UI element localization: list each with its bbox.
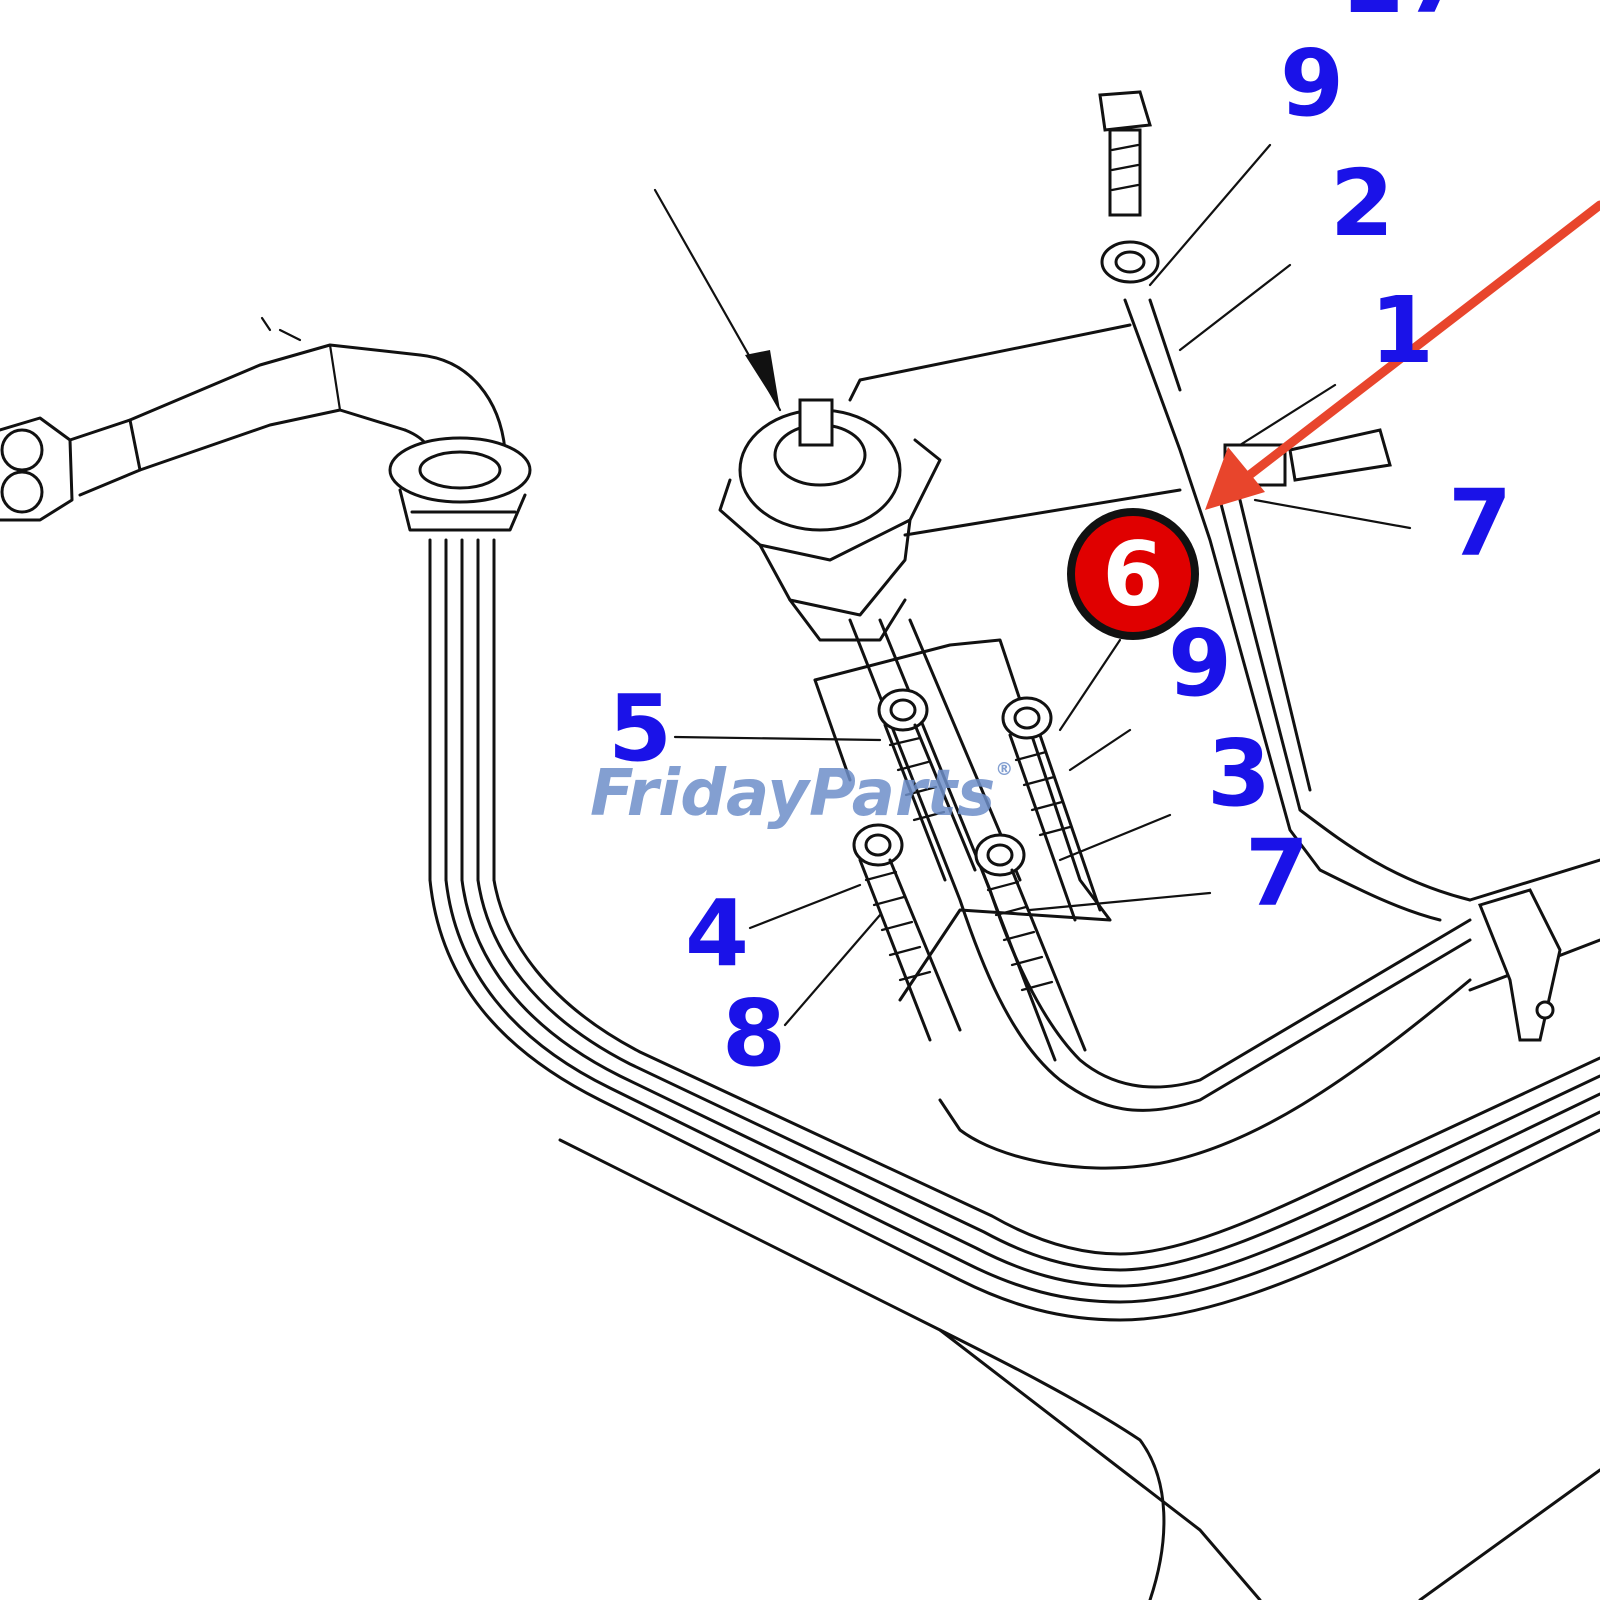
callout-5: 5 — [608, 675, 672, 782]
callout-7-lower: 7 — [1245, 820, 1309, 927]
callout-labels: 17 9 2 1 7 9 5 3 7 4 8 — [608, 0, 1512, 1087]
bolt-group — [852, 688, 1102, 1062]
bolt-5 — [877, 688, 977, 882]
watermark-part1: Friday — [590, 757, 811, 831]
watermark-mark: ® — [995, 759, 1013, 780]
callout-17: 17 — [1340, 0, 1468, 34]
bolt-7-lower — [974, 833, 1087, 1062]
red-indicator-arrow — [1205, 200, 1600, 510]
bolt-4 — [852, 823, 962, 1042]
callout-1: 1 — [1370, 277, 1434, 384]
svg-text:FridayParts®: FridayParts® — [590, 757, 1013, 831]
callout-7-right: 7 — [1448, 470, 1512, 577]
highlight-number: 6 — [1102, 523, 1163, 626]
leader-lines — [673, 143, 1412, 1027]
callout-2: 2 — [1330, 150, 1394, 257]
fridayparts-watermark: FridayParts® — [590, 757, 1013, 831]
valve-assembly — [653, 188, 1472, 1170]
callout-4: 4 — [685, 880, 749, 987]
callout-3: 3 — [1207, 720, 1271, 827]
bolt-9-mid — [1001, 696, 1102, 922]
callout-8: 8 — [722, 980, 786, 1087]
left-hose-assembly — [0, 316, 1600, 1600]
callout-9-mid: 9 — [1168, 610, 1232, 717]
callout-9-top: 9 — [1280, 30, 1344, 137]
watermark-part2: Parts — [809, 757, 995, 831]
highlighted-callout-6: 6 — [1067, 508, 1199, 640]
